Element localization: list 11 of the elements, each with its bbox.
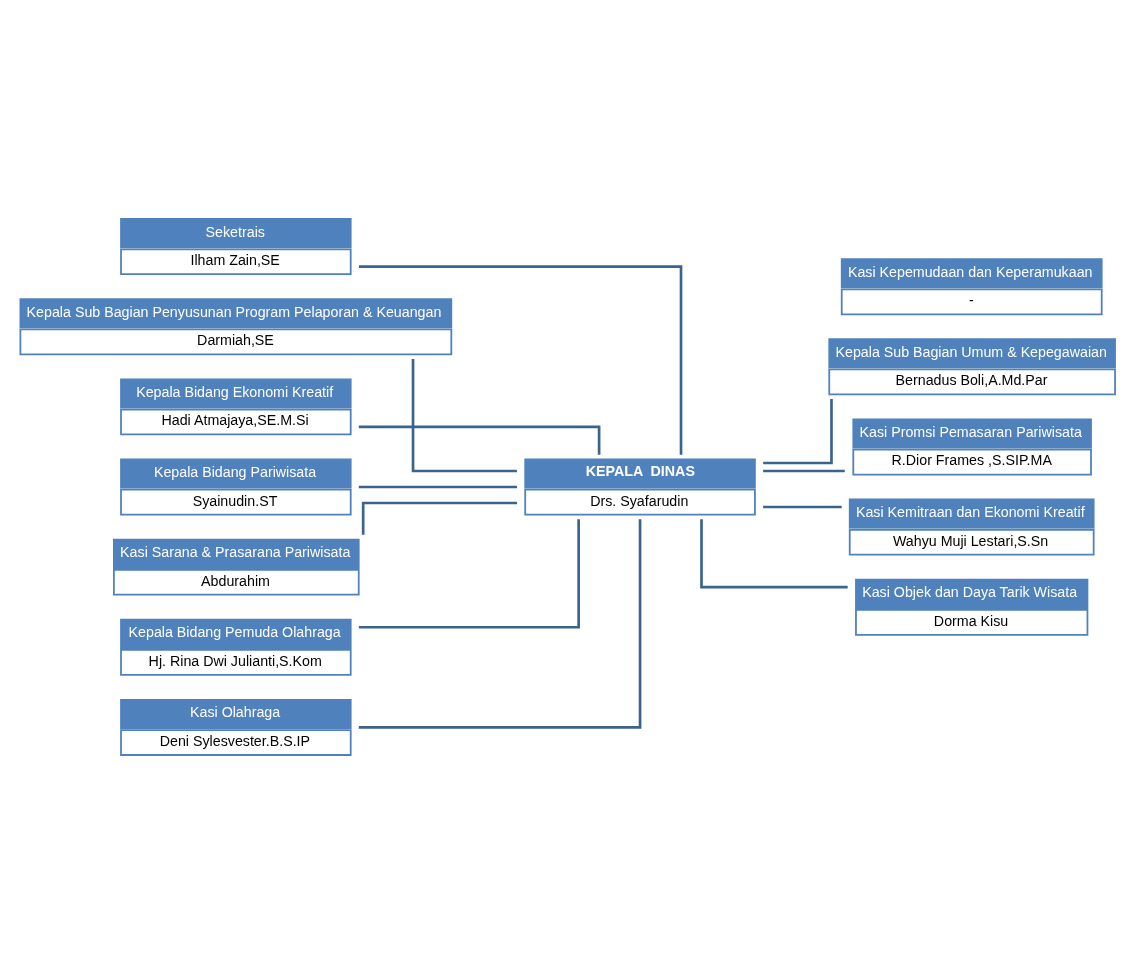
connector [358, 519, 580, 629]
connector [358, 519, 642, 729]
connector [763, 505, 842, 509]
connector [763, 469, 845, 473]
connector [411, 359, 517, 473]
connector [361, 501, 517, 535]
connector [358, 425, 601, 455]
connector [700, 519, 848, 589]
connector [358, 485, 518, 489]
connector [763, 399, 833, 465]
connector [358, 265, 683, 455]
